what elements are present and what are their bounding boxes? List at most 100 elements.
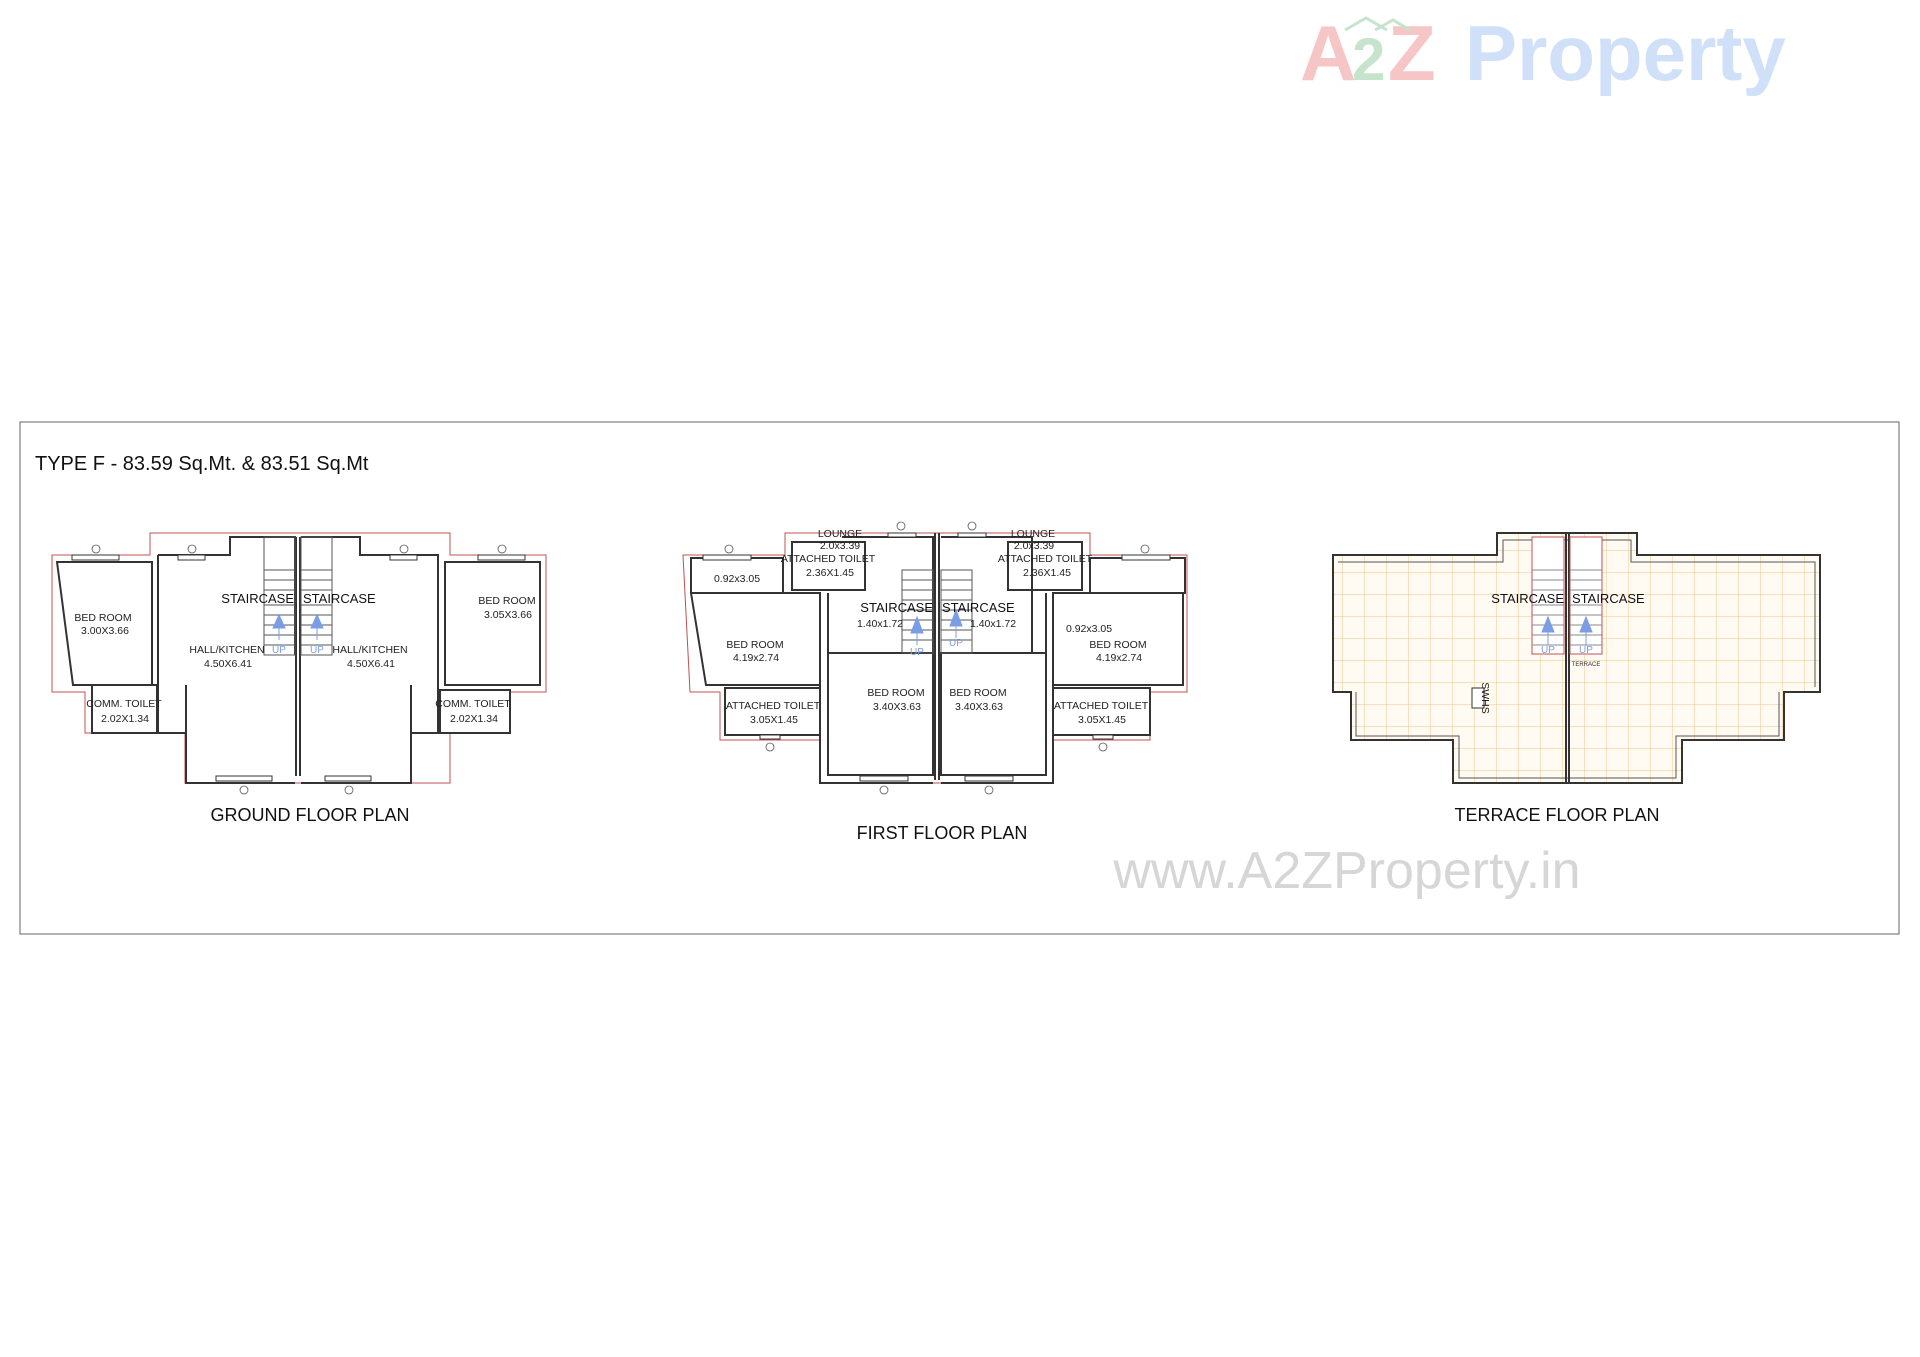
window-marker-icon [497,544,507,554]
room-label: ATTACHED TOILET [781,553,876,565]
window [887,532,917,538]
up-arrow-icon [310,613,324,640]
window [1092,734,1114,740]
room-size: 1.40x1.72 [857,618,903,630]
staircase-label: STAIRCASE [860,600,933,615]
terrace-area [1332,532,1821,784]
window-marker-icon [91,544,101,554]
room-size: 2.02X1.34 [101,713,149,725]
room-label: HALL/KITCHEN [189,644,264,656]
window [324,775,372,782]
up-label: UP [949,638,963,649]
room-label: BED ROOM [726,639,783,651]
up-arrow-icon [1579,615,1593,645]
window-marker-icon [967,521,977,531]
room-size: 3.05X1.45 [750,714,798,726]
room-size: 2.36X1.45 [806,567,854,579]
window-marker-icon [724,544,734,554]
first-floor-plan: LOUNGE 2.0x3.39 ATTACHED TOILET 2.36X1.4… [682,521,1188,843]
room-size: 3.05X1.45 [1078,714,1126,726]
drawing-frame [19,421,1900,935]
room-size: 4.50X6.41 [347,658,395,670]
room-size: 2.36X1.45 [1023,567,1071,579]
terrace-tag: TERRACE [1572,662,1601,668]
room-size: 2.0x3.39 [1014,540,1054,552]
room-size: 4.19x2.74 [1096,652,1142,664]
up-arrow-icon [949,608,963,638]
window-marker-icon [1098,742,1108,752]
staircase-label: STAIRCASE [1491,591,1564,606]
window-marker-icon [879,785,889,795]
window-marker-icon [765,742,775,752]
svg-text:A: A [1300,9,1356,97]
up-label: UP [310,645,324,656]
room-label: BED ROOM [74,612,131,624]
top-toilet-right [1007,541,1083,591]
small-room-right [1089,557,1186,594]
svg-text:Z: Z [1388,9,1436,97]
window-marker-icon [187,544,197,554]
room-size: 4.19x2.74 [733,652,779,664]
room-size: 2.02X1.34 [450,713,498,725]
staircase-label: STAIRCASE [942,600,1015,615]
room-label: BED ROOM [949,687,1006,699]
window-marker-icon [344,785,354,795]
room-label: LOUNGE [1011,528,1055,540]
svg-text:2: 2 [1352,26,1385,93]
bedroom-center-right [940,652,1047,776]
window [964,775,1014,782]
room-label: ATTACHED TOILET [998,553,1093,565]
room-label: ATTACHED TOILET [1054,700,1149,712]
up-label: UP [272,645,286,656]
room-label: LOUNGE [818,528,862,540]
room-label: BED ROOM [867,687,924,699]
room-size: 2.0x3.39 [820,540,860,552]
sheet-title: TYPE F - 83.59 Sq.Mt. & 83.51 Sq.Mt [35,453,369,475]
window-marker-icon [1140,544,1150,554]
bedroom-right [444,561,541,686]
room-label: COMM. TOILET [435,698,511,710]
room-label: BED ROOM [478,595,535,607]
bedroom-center-left [827,652,934,776]
room-label: ATTACHED TOILET [726,700,821,712]
room-size: 0.92x3.05 [1066,623,1112,635]
top-toilet-left [791,541,866,591]
room-size: 3.40X3.63 [873,701,921,713]
room-label: HALL/KITCHEN [332,644,407,656]
room-size: 4.50X6.41 [204,658,252,670]
window [957,532,987,538]
up-label: UP [1541,645,1555,656]
staircase-label: STAIRCASE [303,591,376,606]
ground-floor-plan: BED ROOM 3.00X3.66 BED ROOM 3.05X3.66 HA… [51,532,547,825]
up-label: UP [1579,645,1593,656]
window-marker-icon [239,785,249,795]
plan-title: TERRACE FLOOR PLAN [1454,805,1659,825]
room-label: BED ROOM [1089,639,1146,651]
up-label: UP [910,647,924,658]
up-arrow-icon [1541,615,1555,645]
room-size: 3.05X3.66 [484,609,532,621]
room-size: 0.92x3.05 [714,573,760,585]
window [389,554,418,561]
swhs-label: SWHS [1479,682,1491,714]
room-size: 1.40x1.72 [970,618,1016,630]
window [702,554,752,561]
window-marker-icon [896,521,906,531]
watermark: www.A2ZProperty.in [1112,842,1580,900]
up-arrow-icon [272,613,286,640]
plan-title: FIRST FLOOR PLAN [857,823,1028,843]
plan-title: GROUND FLOOR PLAN [210,805,409,825]
window [177,554,206,561]
window [215,775,273,782]
terrace-floor-plan: SWHS STAIRCASE STAIRCASE UP UP TERRACE T… [1332,532,1821,825]
room-size: 3.40X3.63 [955,701,1003,713]
a2z-property-logo: A 2 Z Property [1300,9,1786,97]
staircase-label: STAIRCASE [221,591,294,606]
window [477,554,526,561]
room-label: COMM. TOILET [86,698,162,710]
swhs-box [1471,687,1485,709]
window-marker-icon [399,544,409,554]
toilet-right [439,689,511,734]
window-marker-icon [984,785,994,795]
